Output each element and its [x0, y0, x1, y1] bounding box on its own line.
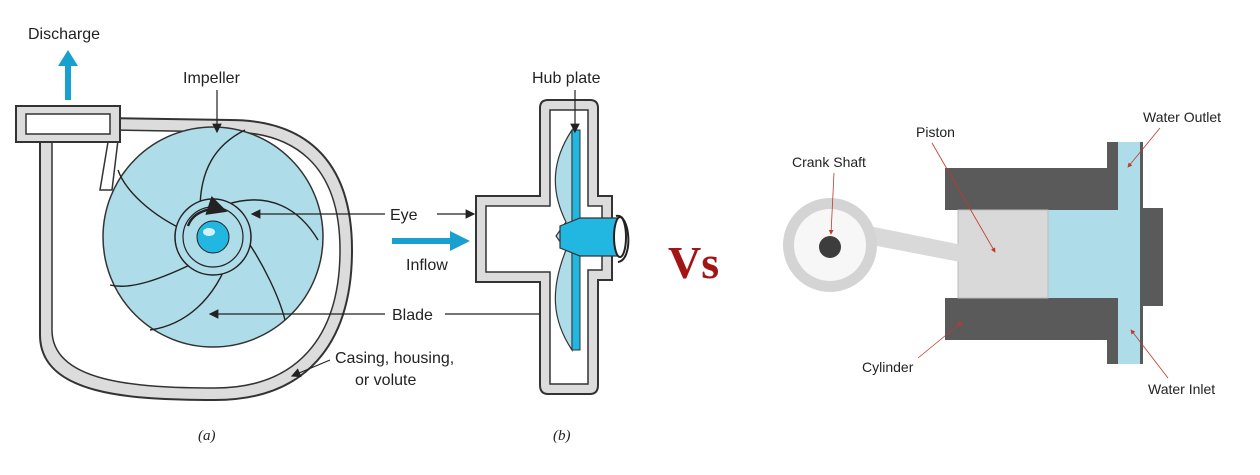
vs-label: Vs — [668, 237, 719, 288]
eye — [196, 220, 230, 254]
blade-label: Blade — [392, 307, 433, 324]
cylinder-label: Cylinder — [862, 359, 914, 375]
reciprocating-pump: Piston Crank Shaft Water Outlet Cylinder… — [783, 109, 1221, 397]
water-chamber — [1048, 210, 1118, 298]
casing-label-line2: or volute — [355, 372, 416, 389]
centrifugal-side-view: Hub plate Inflow (b) — [392, 70, 630, 444]
inflow-label: Inflow — [406, 257, 448, 274]
shaft-rotation-icon — [615, 214, 630, 263]
hub-plate-label: Hub plate — [532, 70, 601, 87]
piston — [957, 209, 1049, 299]
centrifugal-front-view: Discharge Impeller Eye Blade Casing, hou… — [15, 26, 555, 444]
crank-shaft-label: Crank Shaft — [792, 154, 866, 170]
casing-label: Casing, housing, — [335, 350, 454, 367]
cylinder-top-wall — [945, 168, 1110, 210]
crank-shaft — [819, 236, 841, 258]
rotation-arrow-icon — [186, 195, 228, 227]
water-outlet-label: Water Outlet — [1143, 109, 1221, 125]
impeller-label: Impeller — [183, 70, 241, 87]
cylinder-bottom-wall — [945, 298, 1110, 340]
piston-label: Piston — [916, 124, 955, 140]
caption-b: (b) — [553, 428, 571, 444]
caption-a: (a) — [198, 428, 216, 444]
end-cap — [1143, 208, 1163, 306]
water-inlet-label: Water Inlet — [1148, 381, 1215, 397]
discharge-label: Discharge — [28, 26, 100, 43]
eye-label: Eye — [390, 207, 418, 224]
inflow-arrow — [450, 231, 470, 251]
shaft — [559, 217, 621, 257]
